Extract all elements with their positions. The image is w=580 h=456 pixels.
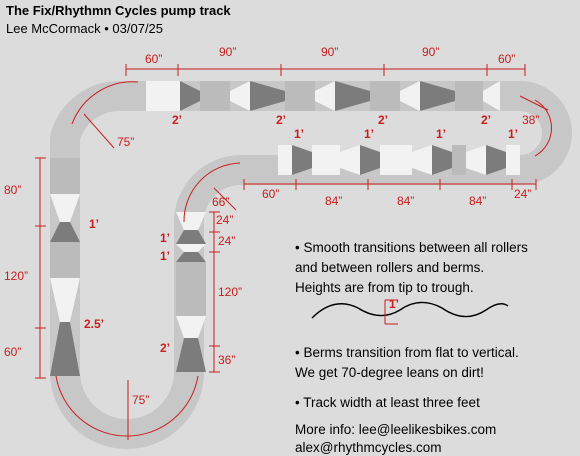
height-inner-3: 1’	[436, 127, 446, 141]
dimension-lines	[35, 64, 552, 440]
height-left-1: 1’	[89, 217, 99, 231]
height-top-2: 2’	[276, 113, 286, 127]
inner-roller-a	[278, 145, 292, 175]
top-roller-5-up	[483, 81, 500, 111]
inner-roller-3	[412, 145, 432, 175]
dimension-labels: 60” 90” 90” 90” 60” 38” 60” 84” 84” 84” …	[4, 45, 539, 407]
inner-roller-1-flat	[312, 145, 340, 175]
inner-roller-2-down	[360, 145, 380, 175]
dim-inner-1: 60”	[262, 187, 279, 201]
dim-mid-4: 36”	[218, 353, 235, 367]
top-roller-1-down	[180, 81, 200, 111]
height-mid-2: 1’	[160, 249, 170, 263]
top-roller-2-flat	[285, 81, 315, 111]
top-rollers	[146, 81, 500, 111]
note-3: • Track width at least three feet	[295, 395, 480, 410]
dim-inner-4: 84”	[469, 194, 486, 208]
mid-roller-1-up	[176, 212, 206, 230]
contact-line-2: alex@rhythmcycles.com	[295, 440, 442, 455]
dim-top-5: 60”	[498, 52, 515, 66]
inner-roller-2	[340, 145, 360, 175]
diagram-title: The Fix/Rhythmn Cycles pump track	[6, 3, 231, 18]
mid-roller-1-down	[176, 230, 206, 244]
dim-corner-bl: 75”	[132, 393, 149, 407]
notes: • Smooth transitions between all rollers…	[295, 240, 528, 455]
top-roller-3-up	[315, 81, 335, 111]
dim-top-4: 90”	[422, 45, 439, 59]
inner-rollers	[278, 145, 520, 175]
dim-left-2: 120”	[4, 269, 28, 283]
top-roller-1-flat	[200, 81, 230, 111]
dim-mid-2: 24”	[218, 234, 235, 248]
height-inner-1: 1’	[294, 127, 304, 141]
dim-corner-inner: 66”	[212, 195, 229, 209]
left-roller-2-up	[50, 278, 80, 322]
dim-top-1: 60”	[145, 52, 162, 66]
height-labels: 2’ 2’ 2’ 2’ 1’ 1’ 1’ 1’ 1’ 2.5’ 1’ 1’ 2’	[84, 113, 518, 355]
height-mid-3: 2’	[160, 341, 170, 355]
height-inner-4: 1’	[508, 127, 518, 141]
dim-inner-3: 84”	[397, 194, 414, 208]
mid-roller-3-up	[176, 316, 206, 338]
note-1-line-1: • Smooth transitions between all rollers	[295, 240, 528, 255]
dim-top-2: 90”	[219, 45, 236, 59]
mid-rollers	[176, 212, 206, 372]
note-1-line-2: and between rollers and berms.	[295, 260, 484, 275]
dim-left-1: 80”	[4, 183, 21, 197]
dim-inner-5: 24”	[514, 187, 531, 201]
note-2-line-2: We get 70-degree leans on dirt!	[295, 365, 484, 380]
wave-height-label: 1’	[389, 297, 399, 311]
left-roller-1-up	[50, 194, 80, 222]
inner-roller-5-flat	[506, 145, 520, 175]
inner-roller-1	[292, 145, 312, 175]
left-rollers	[50, 158, 80, 376]
mid-roller-2-up	[176, 244, 206, 252]
top-roller-2-down	[250, 81, 285, 111]
top-roller-1	[146, 81, 180, 111]
note-1-line-3: Heights are from tip to trough.	[295, 280, 474, 295]
left-roller-1-down	[50, 222, 80, 242]
height-mid-1: 1’	[160, 231, 170, 245]
author-date: Lee McCormack • 03/07/25	[6, 21, 163, 36]
dim-inner-2: 84”	[325, 194, 342, 208]
mid-roller-2-down	[176, 252, 206, 262]
height-top-1: 2’	[172, 113, 182, 127]
dim-top-3: 90”	[321, 45, 338, 59]
inner-roller-4-down	[486, 145, 506, 175]
inner-roller-3-down	[432, 145, 452, 175]
dim-corner-tl: 75”	[117, 135, 134, 149]
mid-roller-3-down	[176, 338, 206, 372]
top-roller-2-up	[230, 81, 250, 111]
height-inner-2: 1’	[364, 127, 374, 141]
top-roller-4-down	[420, 81, 455, 111]
top-roller-4-up	[400, 81, 420, 111]
height-top-4: 2’	[481, 113, 491, 127]
top-roller-4-flat	[455, 81, 483, 111]
wave-illustration	[311, 301, 509, 319]
dim-left-3: 60”	[4, 345, 21, 359]
contact-line-1: More info: lee@leelikesbikes.com	[295, 422, 496, 437]
inner-roller-3-flat	[452, 145, 466, 175]
inner-roller-2-flat	[380, 145, 412, 175]
inner-roller-4	[466, 145, 486, 175]
left-roller-flat	[50, 242, 80, 278]
height-top-3: 2’	[378, 113, 388, 127]
dim-mid-1: 24”	[216, 213, 233, 227]
mid-roller-flat	[176, 262, 206, 316]
top-roller-3-flat	[370, 81, 400, 111]
height-left-2: 2.5’	[84, 317, 104, 331]
dim-right-radius: 38”	[522, 113, 539, 127]
top-roller-3-down	[335, 81, 370, 111]
note-2-line-1: • Berms transition from flat to vertical…	[295, 345, 519, 360]
left-roller-2-down	[50, 322, 80, 376]
dim-mid-3: 120”	[218, 285, 242, 299]
left-roller-top-flat	[50, 158, 80, 194]
